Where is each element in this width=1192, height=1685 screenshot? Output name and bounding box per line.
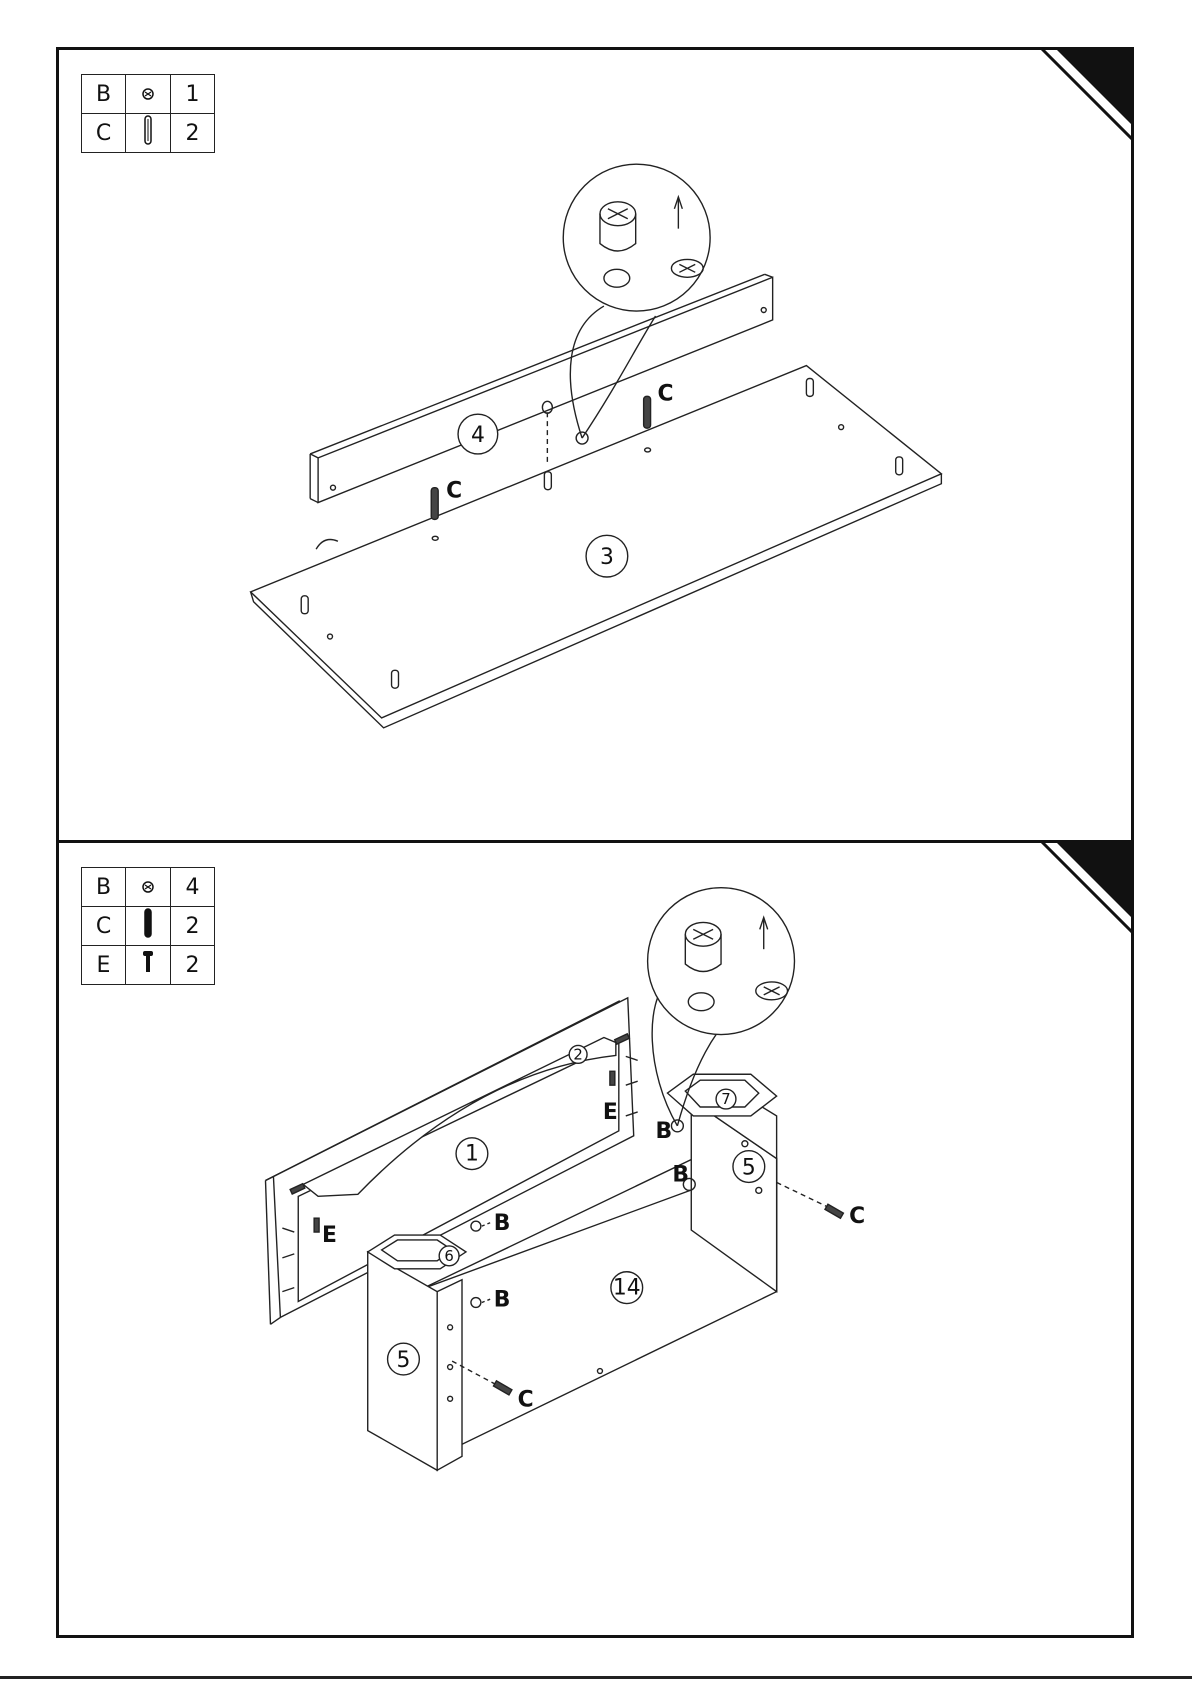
part-label-5: 5 (397, 1348, 411, 1373)
callout-b: B (672, 1162, 689, 1187)
dowel (644, 396, 651, 428)
callout-e: E (603, 1100, 618, 1125)
part-label-7: 7 (721, 1090, 730, 1108)
callout-c: C (518, 1388, 534, 1413)
step-panel-2: B 4 C 2 E 2 (56, 840, 1134, 1638)
callout-e: E (322, 1223, 337, 1248)
callout-c: C (849, 1204, 865, 1229)
assembly-drawing: 4 3 C C (59, 50, 1131, 840)
assembly-drawing: 1 2 7 6 5 5 14 E E B B B B C C (59, 843, 1131, 1635)
dowel (431, 488, 438, 520)
part-label-14: 14 (613, 1276, 641, 1301)
detail-magnifier (563, 164, 710, 438)
part-label-4: 4 (471, 423, 485, 448)
callout-c: C (658, 381, 674, 406)
page-bottom-rule (0, 1676, 1192, 1679)
part-label-6: 6 (444, 1247, 453, 1265)
callout-c: C (446, 479, 462, 504)
part-label-5: 5 (742, 1155, 756, 1180)
callout-b: B (494, 1287, 511, 1312)
part-label-1: 1 (465, 1142, 479, 1167)
part-label-3: 3 (600, 545, 614, 570)
callout-b: B (656, 1119, 673, 1144)
part-label-2: 2 (573, 1045, 582, 1063)
callout-b: B (494, 1211, 511, 1236)
step-panel-1: B 1 C 2 (56, 47, 1134, 843)
